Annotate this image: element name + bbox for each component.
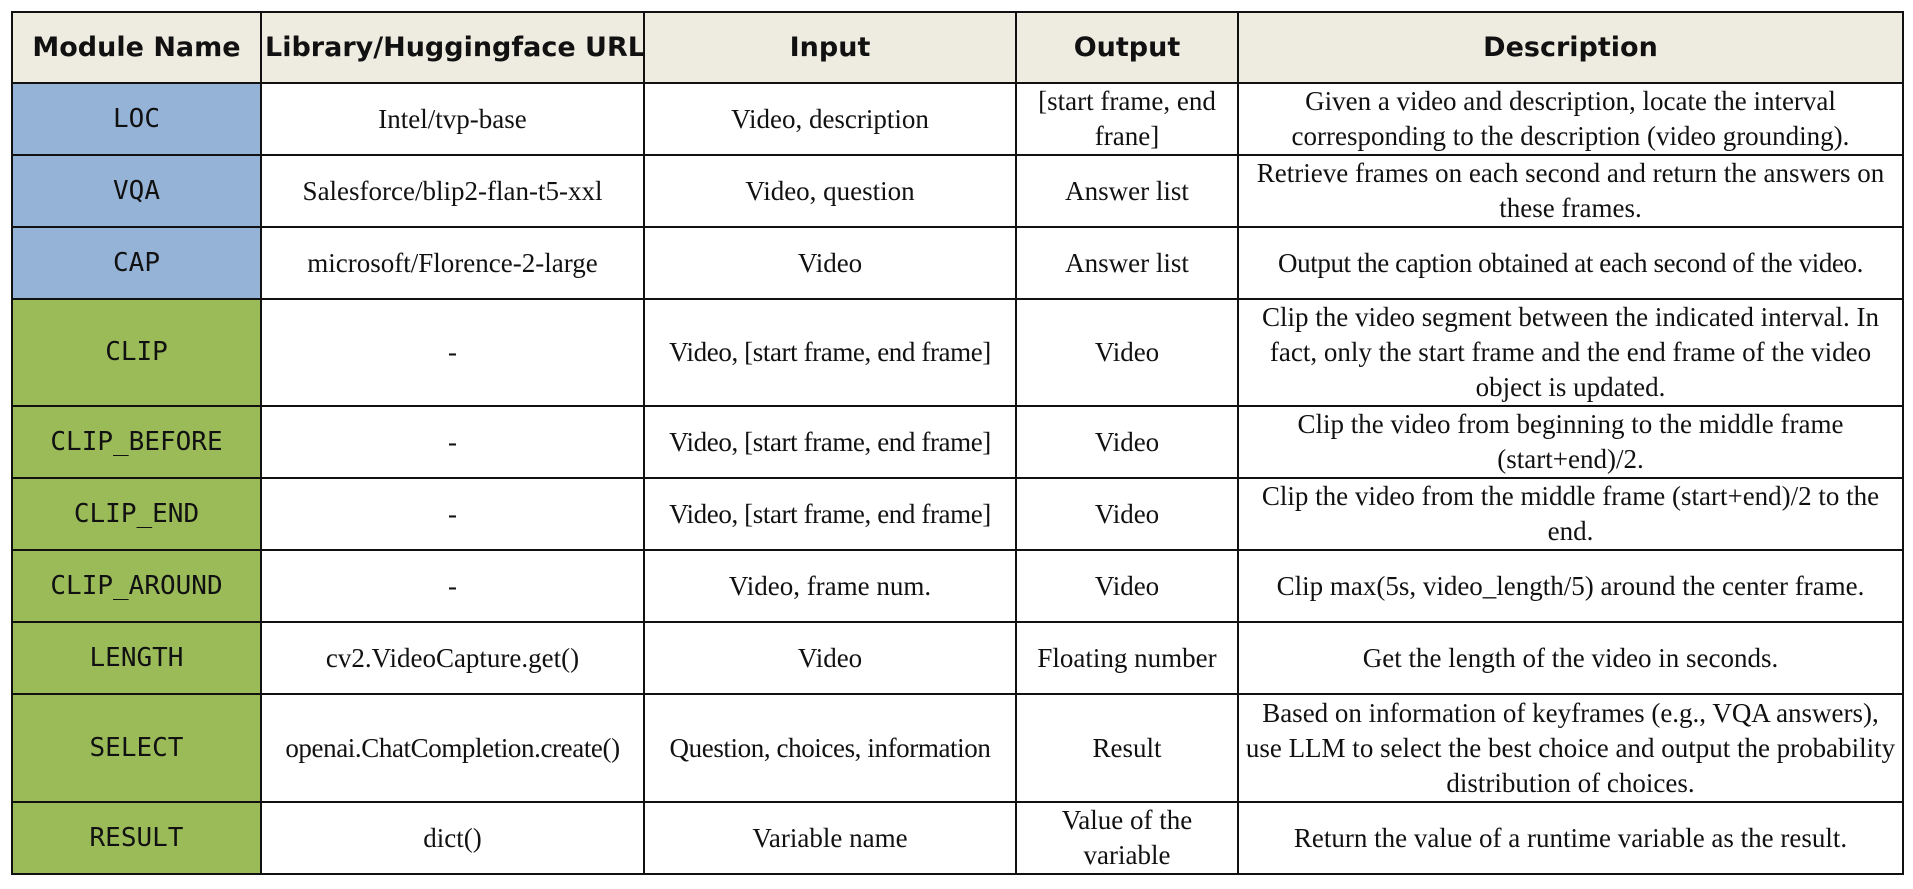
description-cell: Clip the video from the middle frame (st… <box>1237 477 1904 551</box>
input-cell: Variable name <box>643 801 1017 875</box>
module-name-cell: RESULT <box>11 801 262 875</box>
module-name-cell: VQA <box>11 154 262 228</box>
module-name-cell: CLIP_END <box>11 477 262 551</box>
library-cell: cv2.VideoCapture.get() <box>260 621 645 695</box>
table-row: VQA Salesforce/blip2-flan-t5-xxl Video, … <box>11 154 1904 228</box>
input-cell: Video <box>643 621 1017 695</box>
description-cell: Clip the video segment between the indic… <box>1237 298 1904 407</box>
header-library-url: Library/Huggingface URL <box>260 11 645 84</box>
library-cell: dict() <box>260 801 645 875</box>
input-cell: Video, question <box>643 154 1017 228</box>
module-name-cell: CLIP <box>11 298 262 407</box>
library-cell: openai.ChatCompletion.create() <box>260 693 645 803</box>
table-row: LENGTH cv2.VideoCapture.get() Video Floa… <box>11 621 1904 695</box>
header-row: Module Name Library/Huggingface URL Inpu… <box>11 11 1904 84</box>
module-name-cell: CAP <box>11 226 262 300</box>
input-cell: Video, [start frame, end frame] <box>643 405 1017 479</box>
library-cell: - <box>260 405 645 479</box>
module-name-cell: SELECT <box>11 693 262 803</box>
library-cell: Salesforce/blip2-flan-t5-xxl <box>260 154 645 228</box>
output-cell: Video <box>1015 298 1239 407</box>
input-cell: Question, choices, information <box>643 693 1017 803</box>
input-cell: Video, frame num. <box>643 549 1017 623</box>
modules-table: Module Name Library/Huggingface URL Inpu… <box>11 11 1904 875</box>
header-description: Description <box>1237 11 1904 84</box>
header-module-name: Module Name <box>11 11 262 84</box>
header-output: Output <box>1015 11 1239 84</box>
description-cell: Get the length of the video in seconds. <box>1237 621 1904 695</box>
table-row: CLIP_BEFORE - Video, [start frame, end f… <box>11 405 1904 479</box>
table-row: RESULT dict() Variable name Value of the… <box>11 801 1904 875</box>
output-cell: Video <box>1015 549 1239 623</box>
module-name-cell: LENGTH <box>11 621 262 695</box>
description-cell: Clip max(5s, video_length/5) around the … <box>1237 549 1904 623</box>
description-cell: Retrieve frames on each second and retur… <box>1237 154 1904 228</box>
table-row: CLIP_END - Video, [start frame, end fram… <box>11 477 1904 551</box>
output-cell: Answer list <box>1015 154 1239 228</box>
header-input: Input <box>643 11 1017 84</box>
table-row: SELECT openai.ChatCompletion.create() Qu… <box>11 693 1904 803</box>
library-cell: - <box>260 298 645 407</box>
output-cell: Result <box>1015 693 1239 803</box>
module-name-cell: CLIP_AROUND <box>11 549 262 623</box>
input-cell: Video, [start frame, end frame] <box>643 477 1017 551</box>
output-cell: Value of the variable <box>1015 801 1239 875</box>
table-row: CLIP - Video, [start frame, end frame] V… <box>11 298 1904 407</box>
library-cell: microsoft/Florence-2-large <box>260 226 645 300</box>
input-cell: Video, [start frame, end frame] <box>643 298 1017 407</box>
description-cell: Output the caption obtained at each seco… <box>1237 226 1904 300</box>
output-cell: Video <box>1015 477 1239 551</box>
input-cell: Video, description <box>643 82 1017 156</box>
description-cell: Based on information of keyframes (e.g.,… <box>1237 693 1904 803</box>
library-cell: - <box>260 477 645 551</box>
output-cell: Video <box>1015 405 1239 479</box>
output-cell: [start frame, end frane] <box>1015 82 1239 156</box>
input-cell: Video <box>643 226 1017 300</box>
output-cell: Answer list <box>1015 226 1239 300</box>
library-cell: - <box>260 549 645 623</box>
output-cell: Floating number <box>1015 621 1239 695</box>
description-cell: Clip the video from beginning to the mid… <box>1237 405 1904 479</box>
module-name-cell: CLIP_BEFORE <box>11 405 262 479</box>
table-row: CAP microsoft/Florence-2-large Video Ans… <box>11 226 1904 300</box>
library-cell: Intel/tvp-base <box>260 82 645 156</box>
description-cell: Given a video and description, locate th… <box>1237 82 1904 156</box>
module-name-cell: LOC <box>11 82 262 156</box>
table-row: CLIP_AROUND - Video, frame num. Video Cl… <box>11 549 1904 623</box>
table-row: LOC Intel/tvp-base Video, description [s… <box>11 82 1904 156</box>
description-cell: Return the value of a runtime variable a… <box>1237 801 1904 875</box>
